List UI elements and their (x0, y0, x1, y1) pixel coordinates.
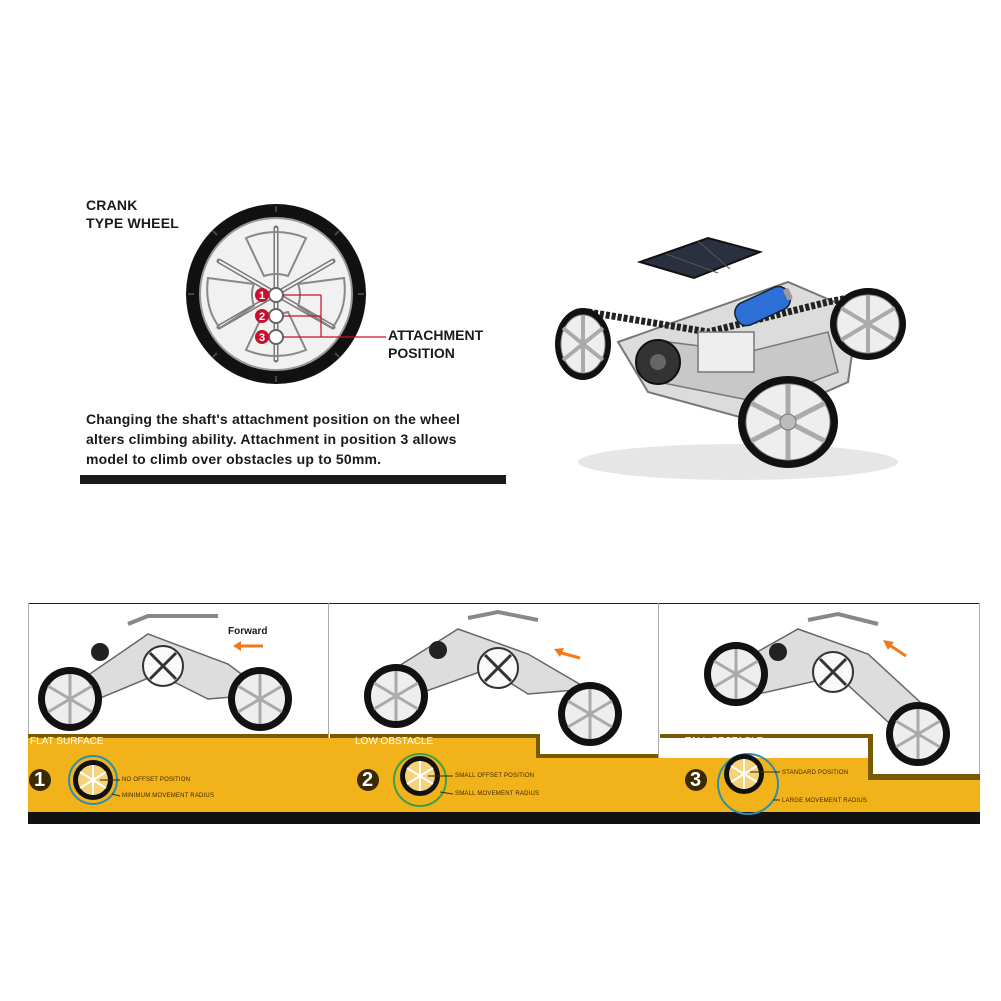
stage-2-number: 2 (362, 769, 374, 791)
rover-model-image (555, 236, 906, 480)
stage-2-wheel-inset (393, 753, 447, 807)
climbing-stages-diagram (28, 609, 980, 824)
stage-3-label: TALL OBSTACLE (685, 736, 764, 747)
stage-1-note-offset: NO OFFSET POSITION (122, 777, 191, 783)
attachment-position-label: ATTACHMENT POSITION (388, 327, 484, 361)
stage-3-rover (704, 611, 950, 766)
battery (734, 285, 793, 327)
crank-description: Changing the shaft's attachment position… (86, 411, 461, 467)
rover-wheel-left (555, 308, 611, 380)
rover-wheel-right-rear (830, 288, 906, 360)
description-divider (80, 475, 506, 484)
stage-2-note-offset: SMALL OFFSET POSITION (455, 773, 535, 779)
stage-2-note-radius: SMALL MOVEMENT RADIUS (455, 791, 540, 797)
tall-obstacle-step (660, 734, 980, 780)
strip-bottom-bar (28, 812, 980, 824)
inset-leader-lines (100, 771, 780, 801)
stage-2-number-badge (357, 769, 379, 791)
stage-divider-1 (328, 603, 329, 808)
rover-wheel-front (738, 376, 838, 468)
crank-wheel (186, 204, 366, 384)
stage-1-note-radius: MINIMUM MOVEMENT RADIUS (122, 793, 215, 799)
position-marker-3-label: 3 (259, 332, 265, 344)
crank-wheel-diagram: 1 2 3 (186, 204, 386, 384)
solar-panel (636, 236, 764, 280)
stage-3-note-offset: STANDARD POSITION (782, 770, 849, 776)
motor-block (697, 331, 755, 373)
stage-2-rover (364, 609, 622, 746)
position-marker-2 (255, 309, 269, 323)
position-marker-2-label: 2 (259, 311, 265, 323)
stage-3-number-badge (685, 769, 707, 791)
stage-1-wheel-inset (68, 755, 118, 805)
strip-left-border (28, 603, 29, 808)
attachment-holes (268, 287, 284, 345)
position-marker-1 (255, 288, 269, 302)
position-marker-1-label: 1 (259, 290, 265, 302)
stage-3-number: 3 (690, 769, 702, 791)
forward-label: Forward (228, 626, 268, 637)
stage-1-rover (38, 614, 292, 731)
stage-3-note-radius: LARGE MOVEMENT RADIUS (782, 798, 868, 804)
strip-top-border (28, 603, 980, 604)
stage-3-wheel-inset (717, 753, 779, 815)
wheel-tread (188, 206, 364, 382)
position-markers: 1 2 3 (255, 288, 269, 344)
stage-1-label: FLAT SURFACE (30, 736, 104, 747)
stage-1-number: 1 (34, 769, 46, 791)
stage-2-label: LOW OBSTACLE (355, 736, 434, 747)
position-marker-3 (255, 330, 269, 344)
strip-right-border (979, 603, 980, 808)
attachment-leader-lines (283, 294, 386, 338)
stage-1-number-badge (29, 769, 51, 791)
crank-wheel-title: CRANK TYPE WHEEL (86, 197, 180, 231)
stage-divider-2 (658, 603, 659, 808)
